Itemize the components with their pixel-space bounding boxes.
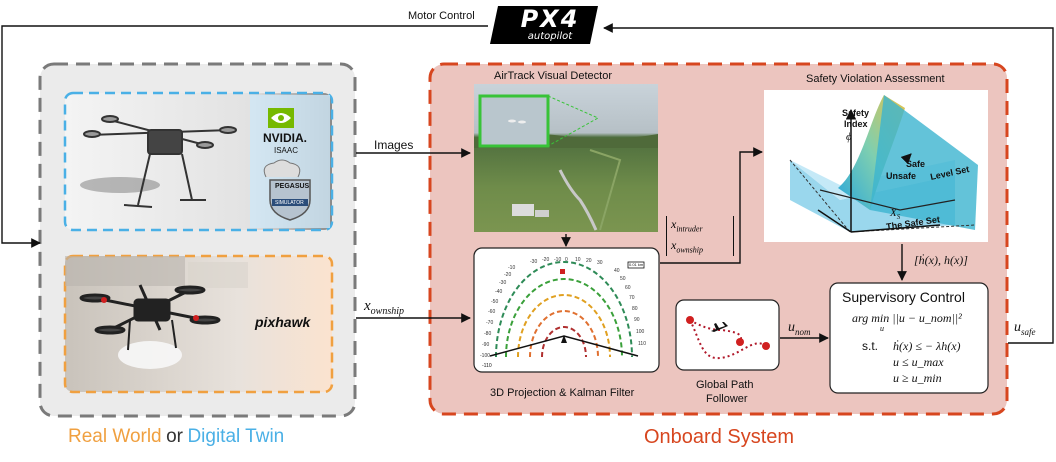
px4-logo-icon [490,6,598,44]
constraint-1: ḣ(x) ≤ − λh(x) [893,339,961,353]
isaac-label: ISAAC [274,146,299,155]
real-world-label: Real World [68,426,162,447]
left-caption: Real World or Digital Twin [68,426,284,448]
radar-tick: 40 [614,268,620,274]
unsafe-label: Unsafe [886,171,917,181]
radar-tick: 10 [575,257,581,263]
path-title-2: Follower [706,393,748,405]
airtrack-title: AirTrack Visual Detector [494,70,612,82]
supervisory-objective-sub: u [880,324,884,333]
radar-tick: -40 [495,289,503,295]
x-ownship-state-label: xownship [671,238,703,255]
safety-index-label-1: Safety [842,108,870,118]
radar-tick: 70 [629,295,635,301]
radar-ticks-right: 40 50 60 70 80 90 100 110 [612,268,652,368]
x-ownship-label: xownship [364,298,405,317]
radar-tick: 30 [597,260,603,266]
radar-tick: -30 [530,259,538,265]
radar-tick: -10 [508,265,516,271]
kalman-to-safety-arrow [660,147,763,264]
supervisory-objective: arg min ||u − u_nom||² [852,311,962,325]
radar-tick: -90 [482,342,490,348]
or-label: or [166,426,183,447]
st-label: s.t. [862,339,879,353]
nvidia-icon [268,108,294,128]
images-label: Images [374,138,414,152]
radar-tick: -70 [486,320,494,326]
radar-panel [473,247,660,373]
radar-ticks-left: -100 -90 -80 -70 -60 -50 -40 -30 -20 -10 [478,262,515,372]
radar-tick: -20 [542,257,550,263]
pegasus-shield-icon [263,159,311,221]
radar-tick: 20 [586,258,592,264]
radar-tick: -20 [504,272,512,278]
digital-twin-label: Digital Twin [187,426,285,447]
x-intruder-label: xintruder [671,217,703,234]
radar-ticks-top: -30 -20 -10 0 10 20 30 [530,257,620,267]
airplane-icon [711,322,728,332]
safety-index-label-2: Index [844,119,868,129]
aerial-camera-image [474,84,658,232]
u-safe-loop-line [603,23,1054,344]
radar-tick: 110 [638,341,646,347]
radar-tick: -60 [488,309,496,315]
supervisory-title: Supervisory Control [842,289,965,305]
constraint-2: u ≤ u_max [893,355,944,369]
phi-label: ϕ [846,131,852,143]
safety-surface-plot [764,90,988,242]
sim-drone-icon [80,115,237,208]
state-vector: xintruder xownship [666,216,734,256]
onboard-title: Onboard System [644,426,795,448]
radar-tick: 0 [565,257,568,263]
u-safe-label: usafe [1014,320,1036,337]
radar-tick: 50 [620,276,626,282]
h-pair-label: [ḣ(x), h(x)] [914,253,968,267]
radar-tick: -30 [499,280,507,286]
real-drone-icon [65,256,248,369]
u-nom-label: unom [788,320,811,337]
pixhawk-label: pixhawk [255,314,311,330]
simulator-label: SIMULATOR [275,200,304,206]
safety-title: Safety Violation Assessment [806,73,945,85]
radar-scale-label: 0.01 km [629,262,644,267]
kalman-title: 3D Projection & Kalman Filter [490,387,635,399]
motor-control-line [1,25,488,248]
pegasus-label: PEGASUS [275,183,310,190]
radar-tick: -100 [480,353,491,359]
radar-tick: 80 [632,306,638,312]
px4-sub-text: autopilot [527,31,573,42]
motor-control-label: Motor Control [408,10,475,22]
path-title-1: Global Path [696,379,754,391]
constraint-3: u ≥ u_min [893,371,942,385]
xs-label: XS [890,207,901,222]
safe-label: Safe [906,159,926,169]
px4-logo-text: PX4 [520,5,580,33]
radar-tick: 90 [634,317,640,323]
radar-tick-bottom-left: -110 [482,363,492,369]
path-follower-panel [675,299,780,371]
radar-tick: 60 [625,285,631,291]
radar-tick: 100 [636,329,645,335]
nvidia-label: NVIDIA. [263,131,308,145]
radar-tick: -10 [554,257,562,263]
radar-tick: -80 [484,331,492,337]
radar-tick: -50 [491,299,499,305]
supervisory-box [829,282,989,394]
px4-logo: PX4 autopilot [505,7,595,45]
